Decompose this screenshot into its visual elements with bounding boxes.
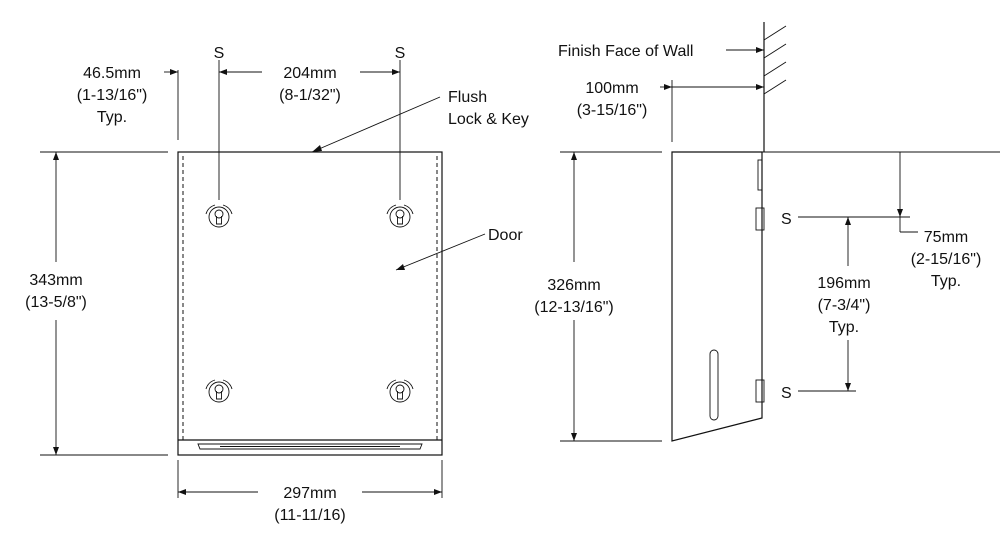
side-view: Finish Face of Wall 100mm (3-15/16") S S — [534, 22, 1000, 442]
height-imperial-label: (13-5/8") — [25, 294, 87, 311]
screw-bracket-top — [755, 207, 765, 231]
view-window-slot — [709, 349, 719, 421]
door-label: Door — [488, 227, 523, 244]
top-offset-metric-label: 75mm — [924, 229, 968, 246]
mounting-keyhole-icon — [205, 204, 233, 228]
screw-bracket-bottom — [755, 379, 765, 403]
lock-label-line2: Lock & Key — [448, 111, 529, 128]
side-height-imperial-label: (12-13/16") — [534, 299, 614, 316]
top-offset-imperial-label: (2-15/16") — [911, 251, 982, 268]
front-view: S S 46.5mm (1-13/16") Typ. 204mm (8-1/32… — [25, 45, 529, 524]
offset-imperial-label: (1-13/16") — [77, 87, 148, 104]
spacing-imperial-label: (8-1/32") — [279, 87, 341, 104]
width-metric-label: 297mm — [283, 485, 336, 502]
offset-metric-label: 46.5mm — [83, 65, 141, 82]
height-metric-label: 343mm — [29, 272, 82, 289]
side-spacing-typ-label: Typ. — [829, 319, 859, 336]
top-offset-typ-label: Typ. — [931, 273, 961, 290]
spacing-metric-label: 204mm — [283, 65, 336, 82]
screw-marker-left: S — [214, 45, 225, 62]
offset-typ-label: Typ. — [97, 109, 127, 126]
side-height-metric-label: 326mm — [547, 277, 600, 294]
lock-leader-line — [311, 96, 441, 153]
wall-label: Finish Face of Wall — [558, 43, 693, 60]
cabinet-side-profile — [671, 151, 763, 442]
mounting-keyhole-icon — [386, 204, 414, 228]
tear-bar — [197, 443, 423, 450]
side-spacing-imperial-label: (7-3/4") — [818, 297, 871, 314]
door-leader-line — [395, 233, 486, 271]
lock-label-line1: Flush — [448, 89, 487, 106]
cabinet-outline — [177, 151, 443, 456]
depth-metric-label: 100mm — [585, 80, 638, 97]
mounting-keyhole-icon — [205, 379, 233, 403]
screw-marker-right: S — [395, 45, 406, 62]
width-imperial-label: (11-11/16) — [274, 507, 345, 524]
screw-marker-top: S — [781, 211, 792, 228]
screw-marker-bottom: S — [781, 385, 792, 402]
mounting-keyhole-icon — [386, 379, 414, 403]
side-spacing-metric-label: 196mm — [817, 275, 870, 292]
depth-imperial-label: (3-15/16") — [577, 102, 648, 119]
